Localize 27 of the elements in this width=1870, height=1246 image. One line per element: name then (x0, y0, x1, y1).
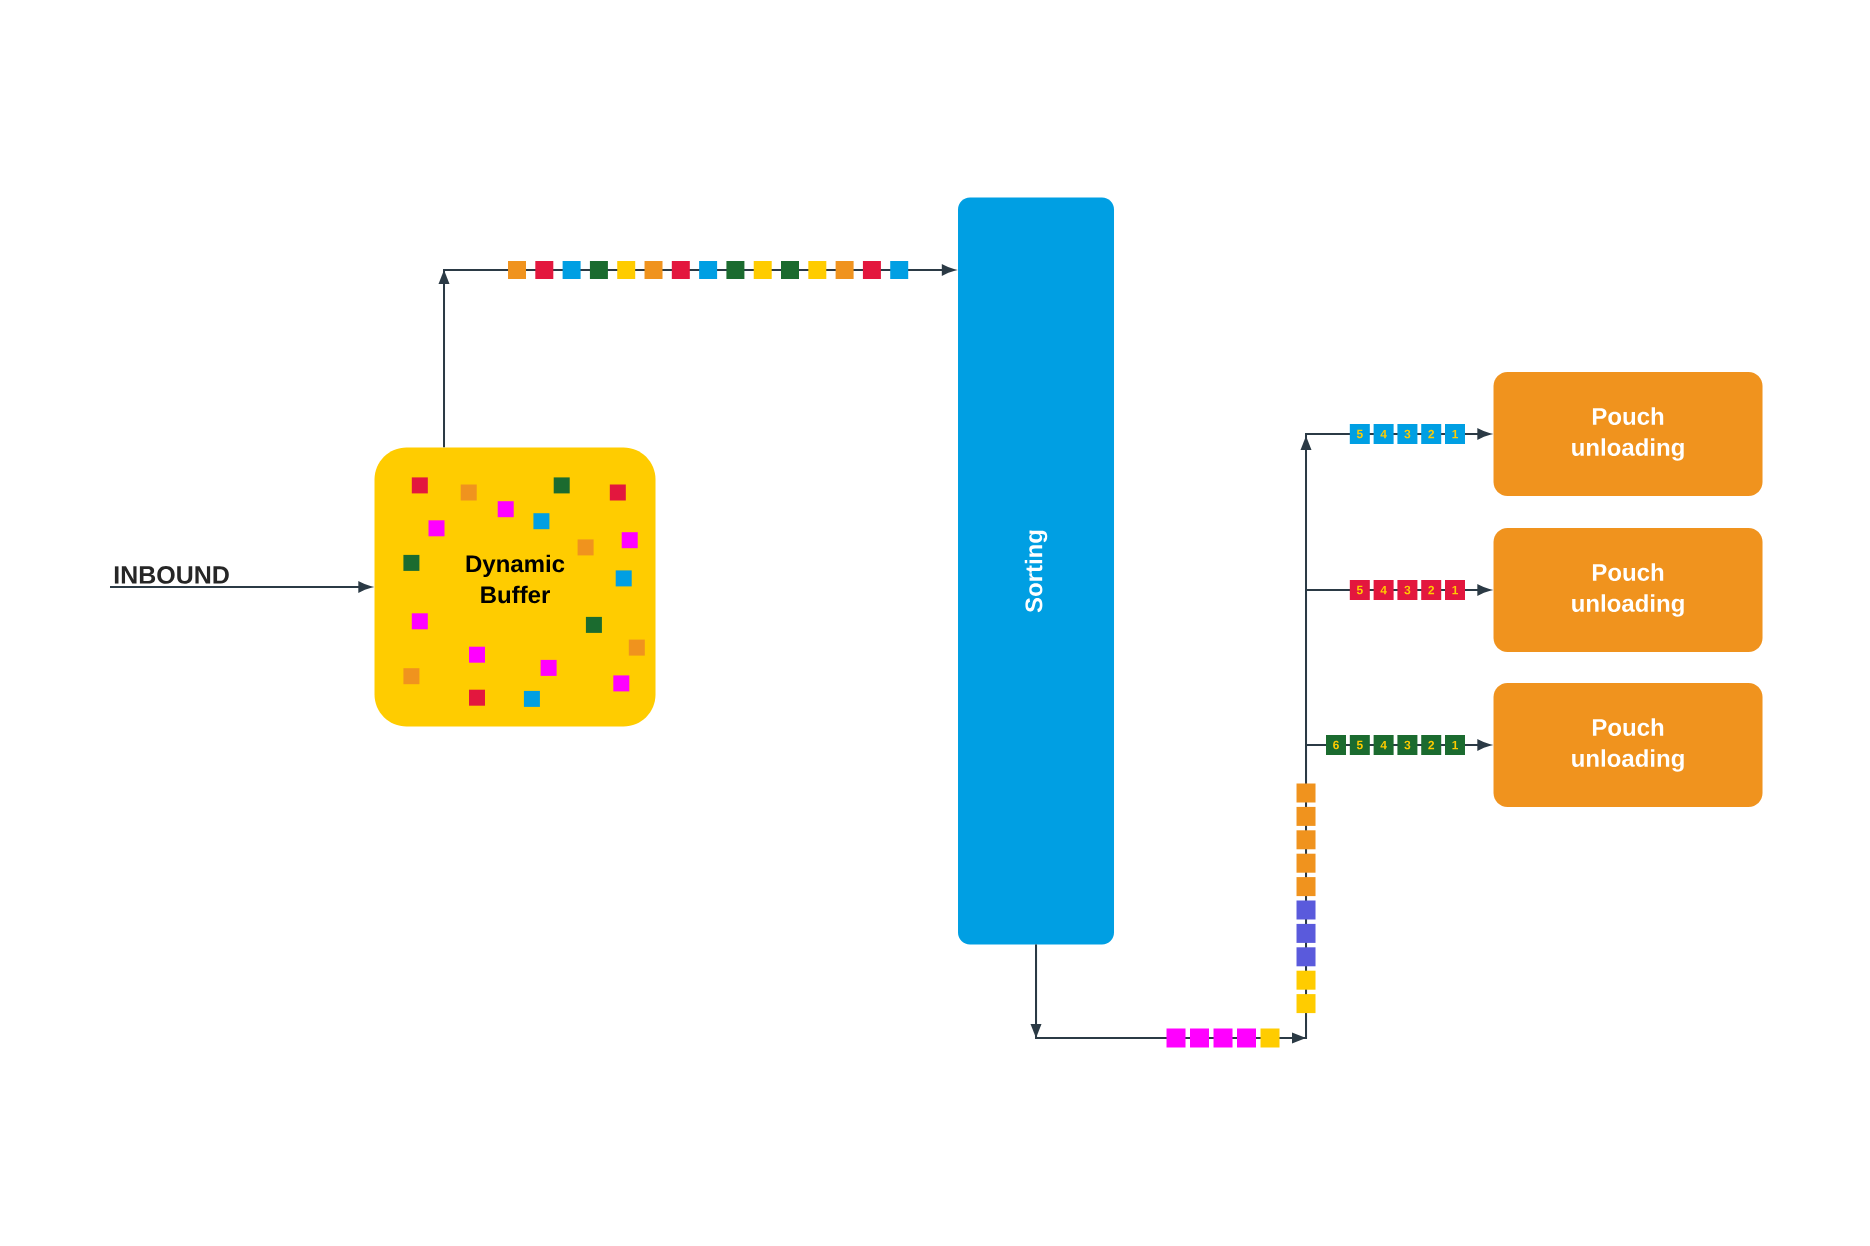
flow-label: INBOUND (114, 566, 229, 584)
unloading-box (1493, 372, 1763, 496)
numbered-item: 3 (1397, 424, 1418, 444)
buffer-box (374, 447, 656, 727)
numbered-item: 3 (1397, 580, 1418, 600)
numbered-item: 5 (1349, 735, 1370, 755)
numbered-item: 2 (1421, 580, 1442, 600)
numbered-item: 6 (1326, 735, 1346, 755)
numbered-item: 1 (1445, 580, 1465, 600)
node-label: Sorting (1024, 530, 1048, 613)
node-label: Pouch unloading (1572, 407, 1684, 461)
node-label: Pouch unloading (1572, 718, 1684, 772)
numbered-item: 5 (1349, 424, 1370, 444)
numbered-item: 1 (1445, 424, 1465, 444)
numbered-item: 4 (1373, 580, 1394, 600)
numbered-item: 3 (1397, 735, 1418, 755)
numbered-item: 5 (1349, 580, 1370, 600)
sorting-column (958, 197, 1114, 945)
node-label: Pouch unloading (1572, 563, 1684, 617)
numbered-item: 1 (1445, 735, 1465, 755)
numbered-item: 2 (1421, 735, 1442, 755)
unloading-box (1493, 683, 1763, 807)
node-label: Dynamic Buffer (466, 554, 565, 604)
unloading-box (1493, 528, 1763, 652)
numbered-item: 2 (1421, 424, 1442, 444)
numbered-item: 4 (1373, 424, 1394, 444)
numbered-item: 4 (1373, 735, 1394, 755)
